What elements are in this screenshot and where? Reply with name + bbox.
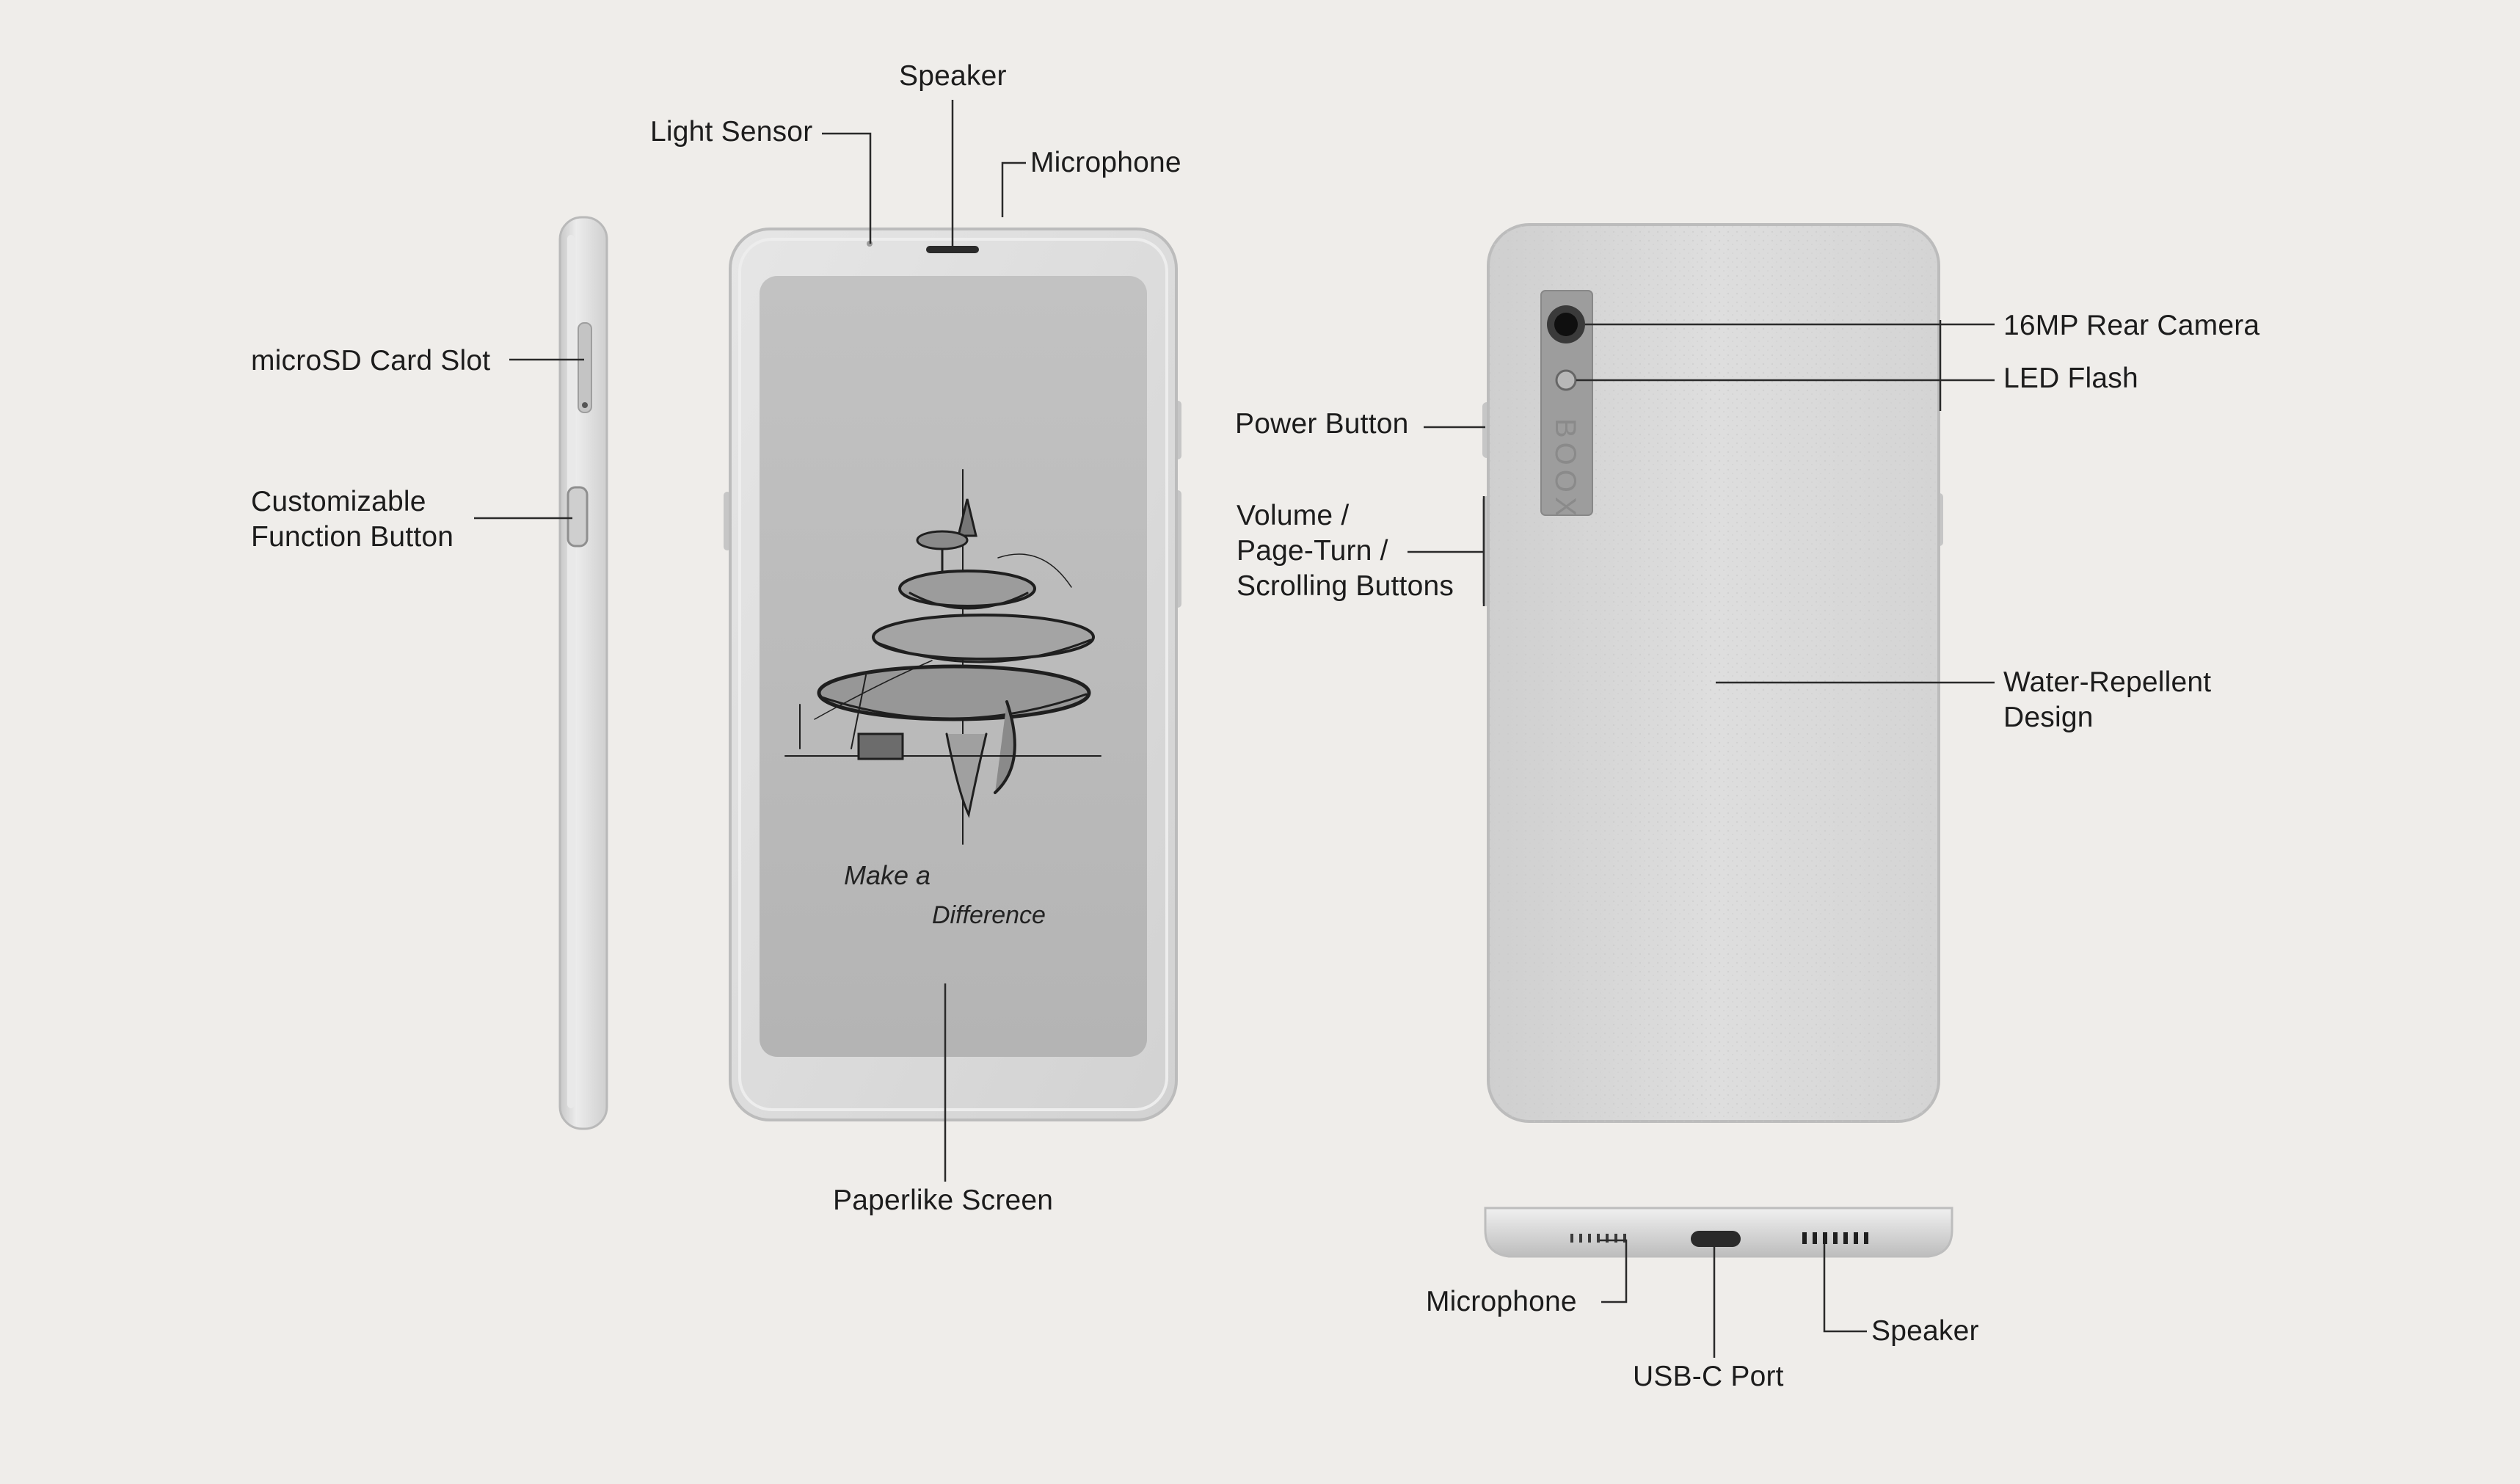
microsd-slot-shape	[578, 322, 592, 413]
label-led-flash: LED Flash	[2003, 363, 2138, 394]
device-side-view	[558, 216, 608, 1130]
led-flash-shape	[1555, 369, 1577, 391]
label-speaker-bottom: Speaker	[1871, 1315, 1979, 1347]
label-power-button: Power Button	[1235, 408, 1409, 440]
label-microsd-slot: microSD Card Slot	[251, 345, 491, 377]
label-light-sensor: Light Sensor	[650, 116, 813, 148]
label-speaker-top: Speaker	[899, 60, 1007, 92]
label-water-1: Water-Repellent	[2003, 666, 2212, 698]
bottom-speaker-holes	[1802, 1232, 1868, 1244]
camera-module	[1540, 290, 1593, 516]
label-water-2: Design	[2003, 702, 2094, 733]
label-usbc-port: USB-C Port	[1633, 1361, 1784, 1392]
label-customizable-2: Function Button	[251, 521, 454, 553]
function-button-shape	[567, 486, 589, 548]
label-volume-1: Volume /	[1237, 500, 1350, 531]
screen-script-line1: Make a	[844, 860, 931, 890]
label-rear-camera: 16MP Rear Camera	[2003, 310, 2260, 341]
earpiece-speaker-shape	[926, 246, 979, 253]
label-volume-3: Scrolling Buttons	[1237, 570, 1454, 602]
label-customizable-1: Customizable	[251, 486, 426, 517]
device-front-view: Make a Difference	[724, 228, 1181, 1121]
label-microphone-bottom: Microphone	[1426, 1286, 1577, 1317]
label-microphone-top: Microphone	[1030, 147, 1181, 178]
building-sketch	[784, 469, 1101, 845]
bottom-microphone-holes	[1570, 1234, 1626, 1243]
screen-script-line2: Difference	[932, 901, 1046, 929]
device-bottom-view	[1484, 1207, 1953, 1258]
label-paperlike-screen: Paperlike Screen	[833, 1185, 1054, 1216]
leader-lines	[474, 100, 1995, 1358]
label-volume-2: Page-Turn /	[1237, 535, 1388, 567]
back-logo: BOOX	[1549, 418, 1581, 521]
device-back-view: BOOX	[1482, 223, 1943, 1123]
usbc-port-shape	[1691, 1231, 1741, 1247]
